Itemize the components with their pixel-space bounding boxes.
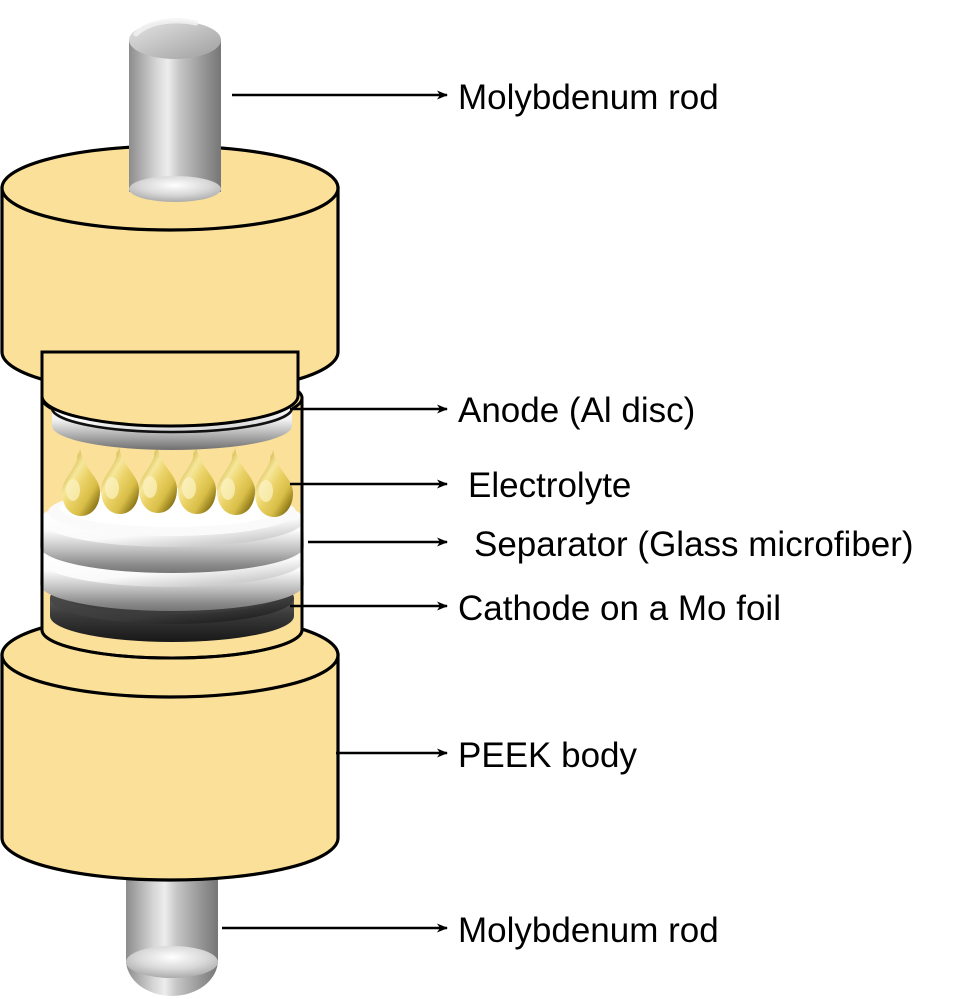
molybdenum-rod-top bbox=[129, 18, 221, 202]
label-cathode: Cathode on a Mo foil bbox=[458, 589, 781, 628]
label-peek-body: PEEK body bbox=[458, 736, 637, 775]
electrolyte-droplets bbox=[62, 446, 293, 517]
peek-body-upper bbox=[0, 144, 340, 428]
chamber-front-edge bbox=[40, 398, 304, 660]
label-anode: Anode (Al disc) bbox=[458, 391, 696, 430]
droplet bbox=[101, 447, 139, 514]
droplet bbox=[178, 447, 216, 514]
label-molybdenum-rod-top: Molybdenum rod bbox=[458, 78, 719, 117]
droplet bbox=[62, 449, 100, 516]
droplet bbox=[139, 446, 177, 513]
leader-lines bbox=[222, 90, 448, 933]
droplet bbox=[255, 450, 293, 517]
label-separator: Separator (Glass microfiber) bbox=[474, 525, 914, 564]
label-molybdenum-rod-bottom: Molybdenum rod bbox=[458, 911, 719, 950]
label-electrolyte: Electrolyte bbox=[468, 466, 632, 505]
droplet bbox=[217, 448, 255, 515]
